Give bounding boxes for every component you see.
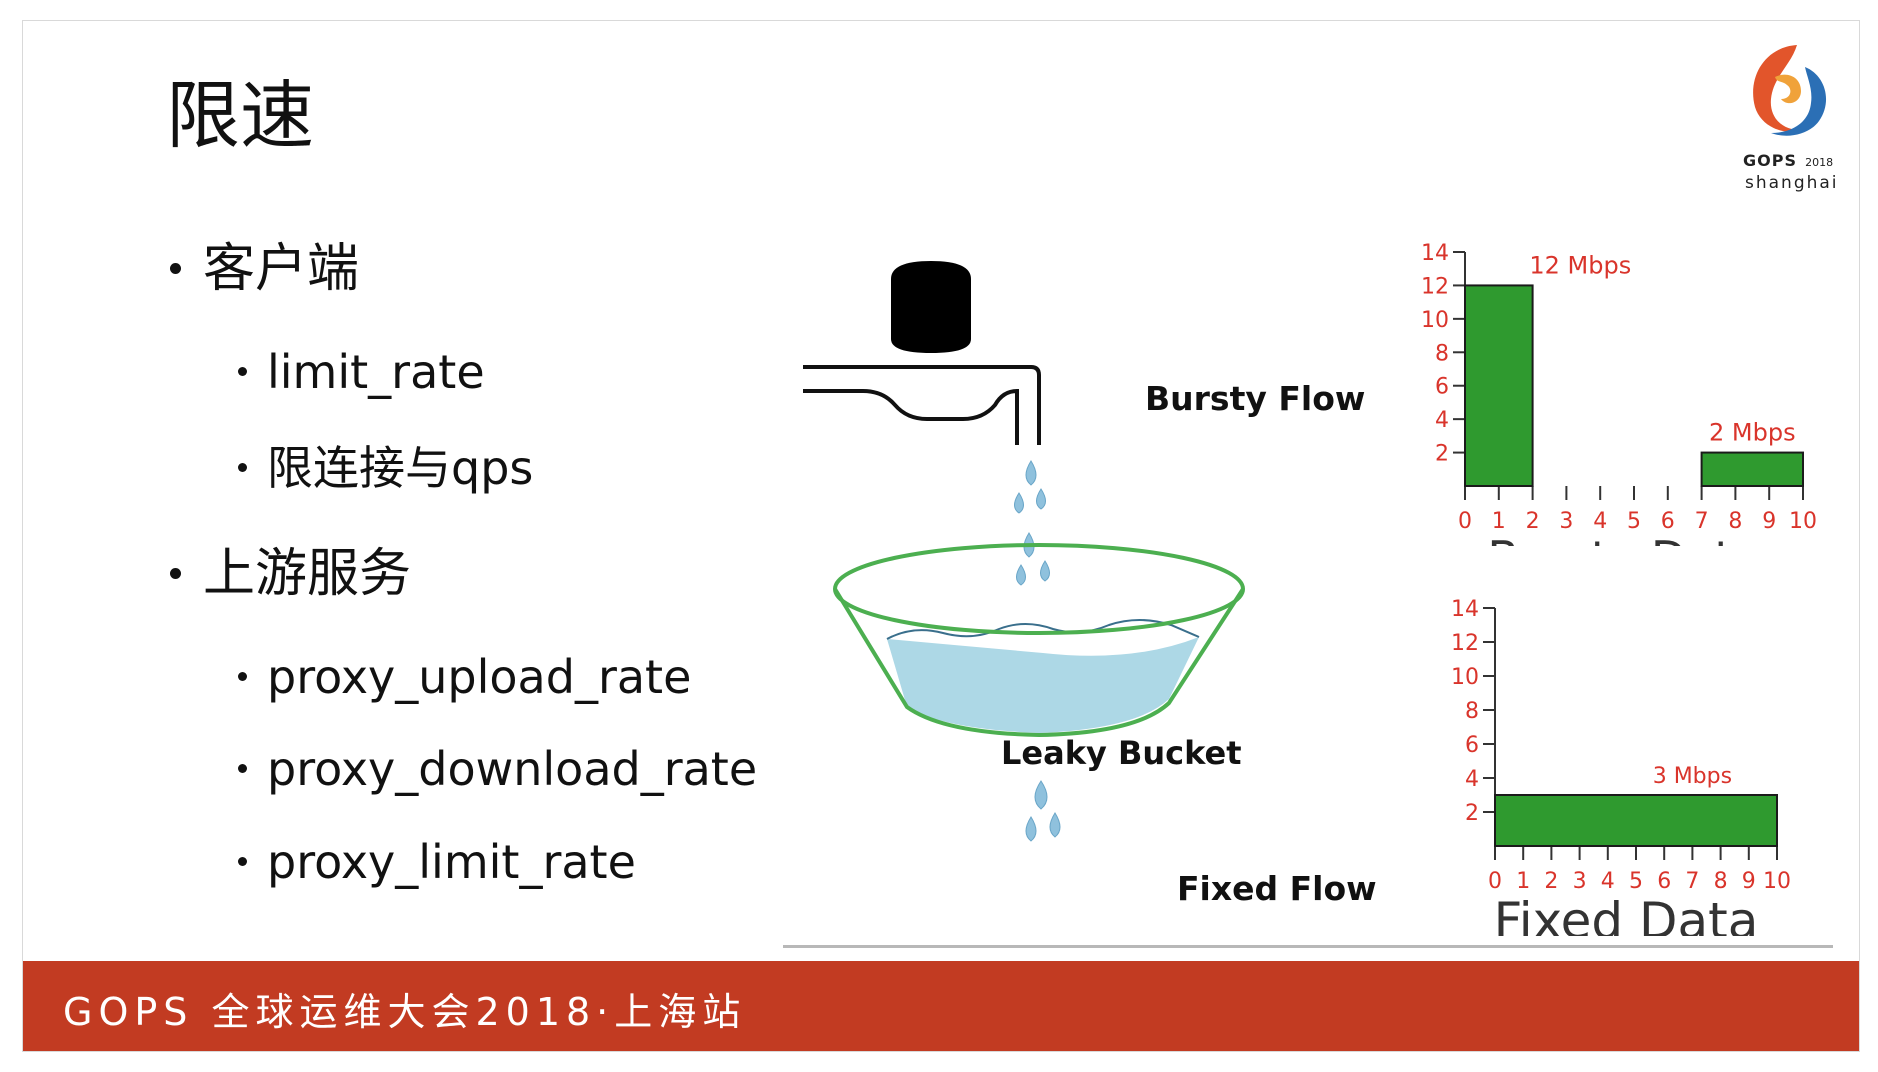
x-tick-label: 2 [1526, 509, 1540, 534]
logo-year: 2018 [1805, 156, 1834, 169]
slide: 限速 GOPS 2018 shanghai 客户端 limit_rate 限连接… [22, 20, 1860, 1052]
water-drops-icon [1025, 780, 1061, 842]
bullet-label: 上游服务 [203, 544, 412, 604]
y-tick-label: 12 [1421, 274, 1449, 299]
x-tick-label: 3 [1573, 869, 1587, 894]
bullet-upstream: 上游服务 [170, 548, 411, 600]
x-tick-label: 6 [1657, 869, 1671, 894]
x-tick-label: 10 [1763, 869, 1791, 894]
y-tick-label: 6 [1465, 733, 1479, 758]
y-tick-label: 8 [1465, 699, 1479, 724]
y-tick-label: 12 [1451, 631, 1479, 656]
bullet-dot [238, 672, 247, 681]
bullet-dot [170, 567, 181, 579]
chart-title: Bursty Data [1487, 531, 1760, 546]
bar [1494, 794, 1778, 847]
y-tick-label: 4 [1465, 767, 1479, 792]
x-tick-label: 7 [1695, 509, 1709, 534]
leaky-bucket-icon [833, 543, 1245, 738]
faucet-icon [803, 261, 1041, 445]
bar [1700, 451, 1805, 487]
x-tick-label: 8 [1714, 869, 1728, 894]
slide-title: 限速 [166, 73, 314, 159]
y-tick-label: 6 [1435, 375, 1449, 400]
bullet-proxy-limit-rate: proxy_limit_rate [238, 839, 636, 885]
bullet-dot [170, 262, 181, 274]
gops-logo: GOPS 2018 shanghai [1735, 37, 1845, 197]
y-tick-label: 14 [1421, 241, 1449, 266]
y-tick-label: 2 [1465, 801, 1479, 826]
x-tick-label: 8 [1728, 509, 1742, 534]
logo-name: GOPS [1743, 151, 1797, 170]
x-tick-label: 5 [1627, 509, 1641, 534]
bullet-proxy-download-rate: proxy_download_rate [238, 746, 757, 792]
bullet-client: 客户端 [170, 243, 359, 295]
bullet-label: proxy_download_rate [267, 742, 758, 796]
x-tick-label: 0 [1488, 869, 1502, 894]
logo-city: shanghai [1745, 173, 1839, 193]
bar [1464, 284, 1534, 487]
x-tick-label: 0 [1458, 509, 1472, 534]
chart-title: Fixed Data [1494, 892, 1759, 936]
bullet-label: limit_rate [267, 345, 485, 399]
water-drops-icon [1014, 460, 1050, 586]
x-tick-label: 6 [1661, 509, 1675, 534]
x-tick-label: 4 [1593, 509, 1607, 534]
bullet-dot [238, 367, 247, 376]
x-tick-label: 5 [1629, 869, 1643, 894]
y-tick-label: 8 [1435, 341, 1449, 366]
x-tick-label: 7 [1685, 869, 1699, 894]
y-tick-label: 2 [1435, 442, 1449, 467]
y-tick-label: 14 [1451, 597, 1479, 622]
x-tick-label: 10 [1789, 509, 1817, 534]
x-tick-label: 3 [1559, 509, 1573, 534]
x-tick-label: 9 [1762, 509, 1776, 534]
leaky-bucket-label: Leaky Bucket [1001, 734, 1242, 772]
bullet-label: 客户端 [203, 239, 360, 299]
x-tick-label: 1 [1492, 509, 1506, 534]
footer-bar: GOPS 全球运维大会2018·上海站 [23, 961, 1859, 1051]
bullet-limit-conn-qps: 限连接与qps [238, 445, 533, 491]
bullet-label: proxy_upload_rate [267, 650, 692, 704]
y-tick-label: 10 [1421, 308, 1449, 333]
bullet-proxy-upload-rate: proxy_upload_rate [238, 654, 691, 700]
bullet-dot [238, 764, 247, 773]
x-tick-label: 4 [1601, 869, 1615, 894]
footer-text: GOPS 全球运维大会2018·上海站 [63, 990, 747, 1034]
bar-value-label: 2 Mbps [1709, 419, 1796, 447]
gops-logo-icon [1753, 45, 1827, 136]
bullet-dot [238, 857, 247, 866]
bar-value-label: 12 Mbps [1529, 251, 1631, 279]
divider-line [783, 945, 1833, 948]
fixed-flow-label: Fixed Flow [1177, 869, 1377, 908]
bursty-flow-label: Bursty Flow [1145, 379, 1366, 418]
bullet-limit-rate: limit_rate [238, 349, 485, 395]
y-tick-label: 10 [1451, 665, 1479, 690]
y-tick-label: 4 [1435, 408, 1449, 433]
x-tick-label: 2 [1544, 869, 1558, 894]
bullet-label: proxy_limit_rate [267, 835, 636, 889]
bullet-dot [238, 463, 247, 472]
bullet-label: 限连接与qps [267, 441, 534, 495]
x-tick-label: 1 [1516, 869, 1530, 894]
bar-value-label: 3 Mbps [1653, 764, 1732, 789]
x-tick-label: 9 [1742, 869, 1756, 894]
leaky-bucket-diagram [803, 261, 1245, 842]
